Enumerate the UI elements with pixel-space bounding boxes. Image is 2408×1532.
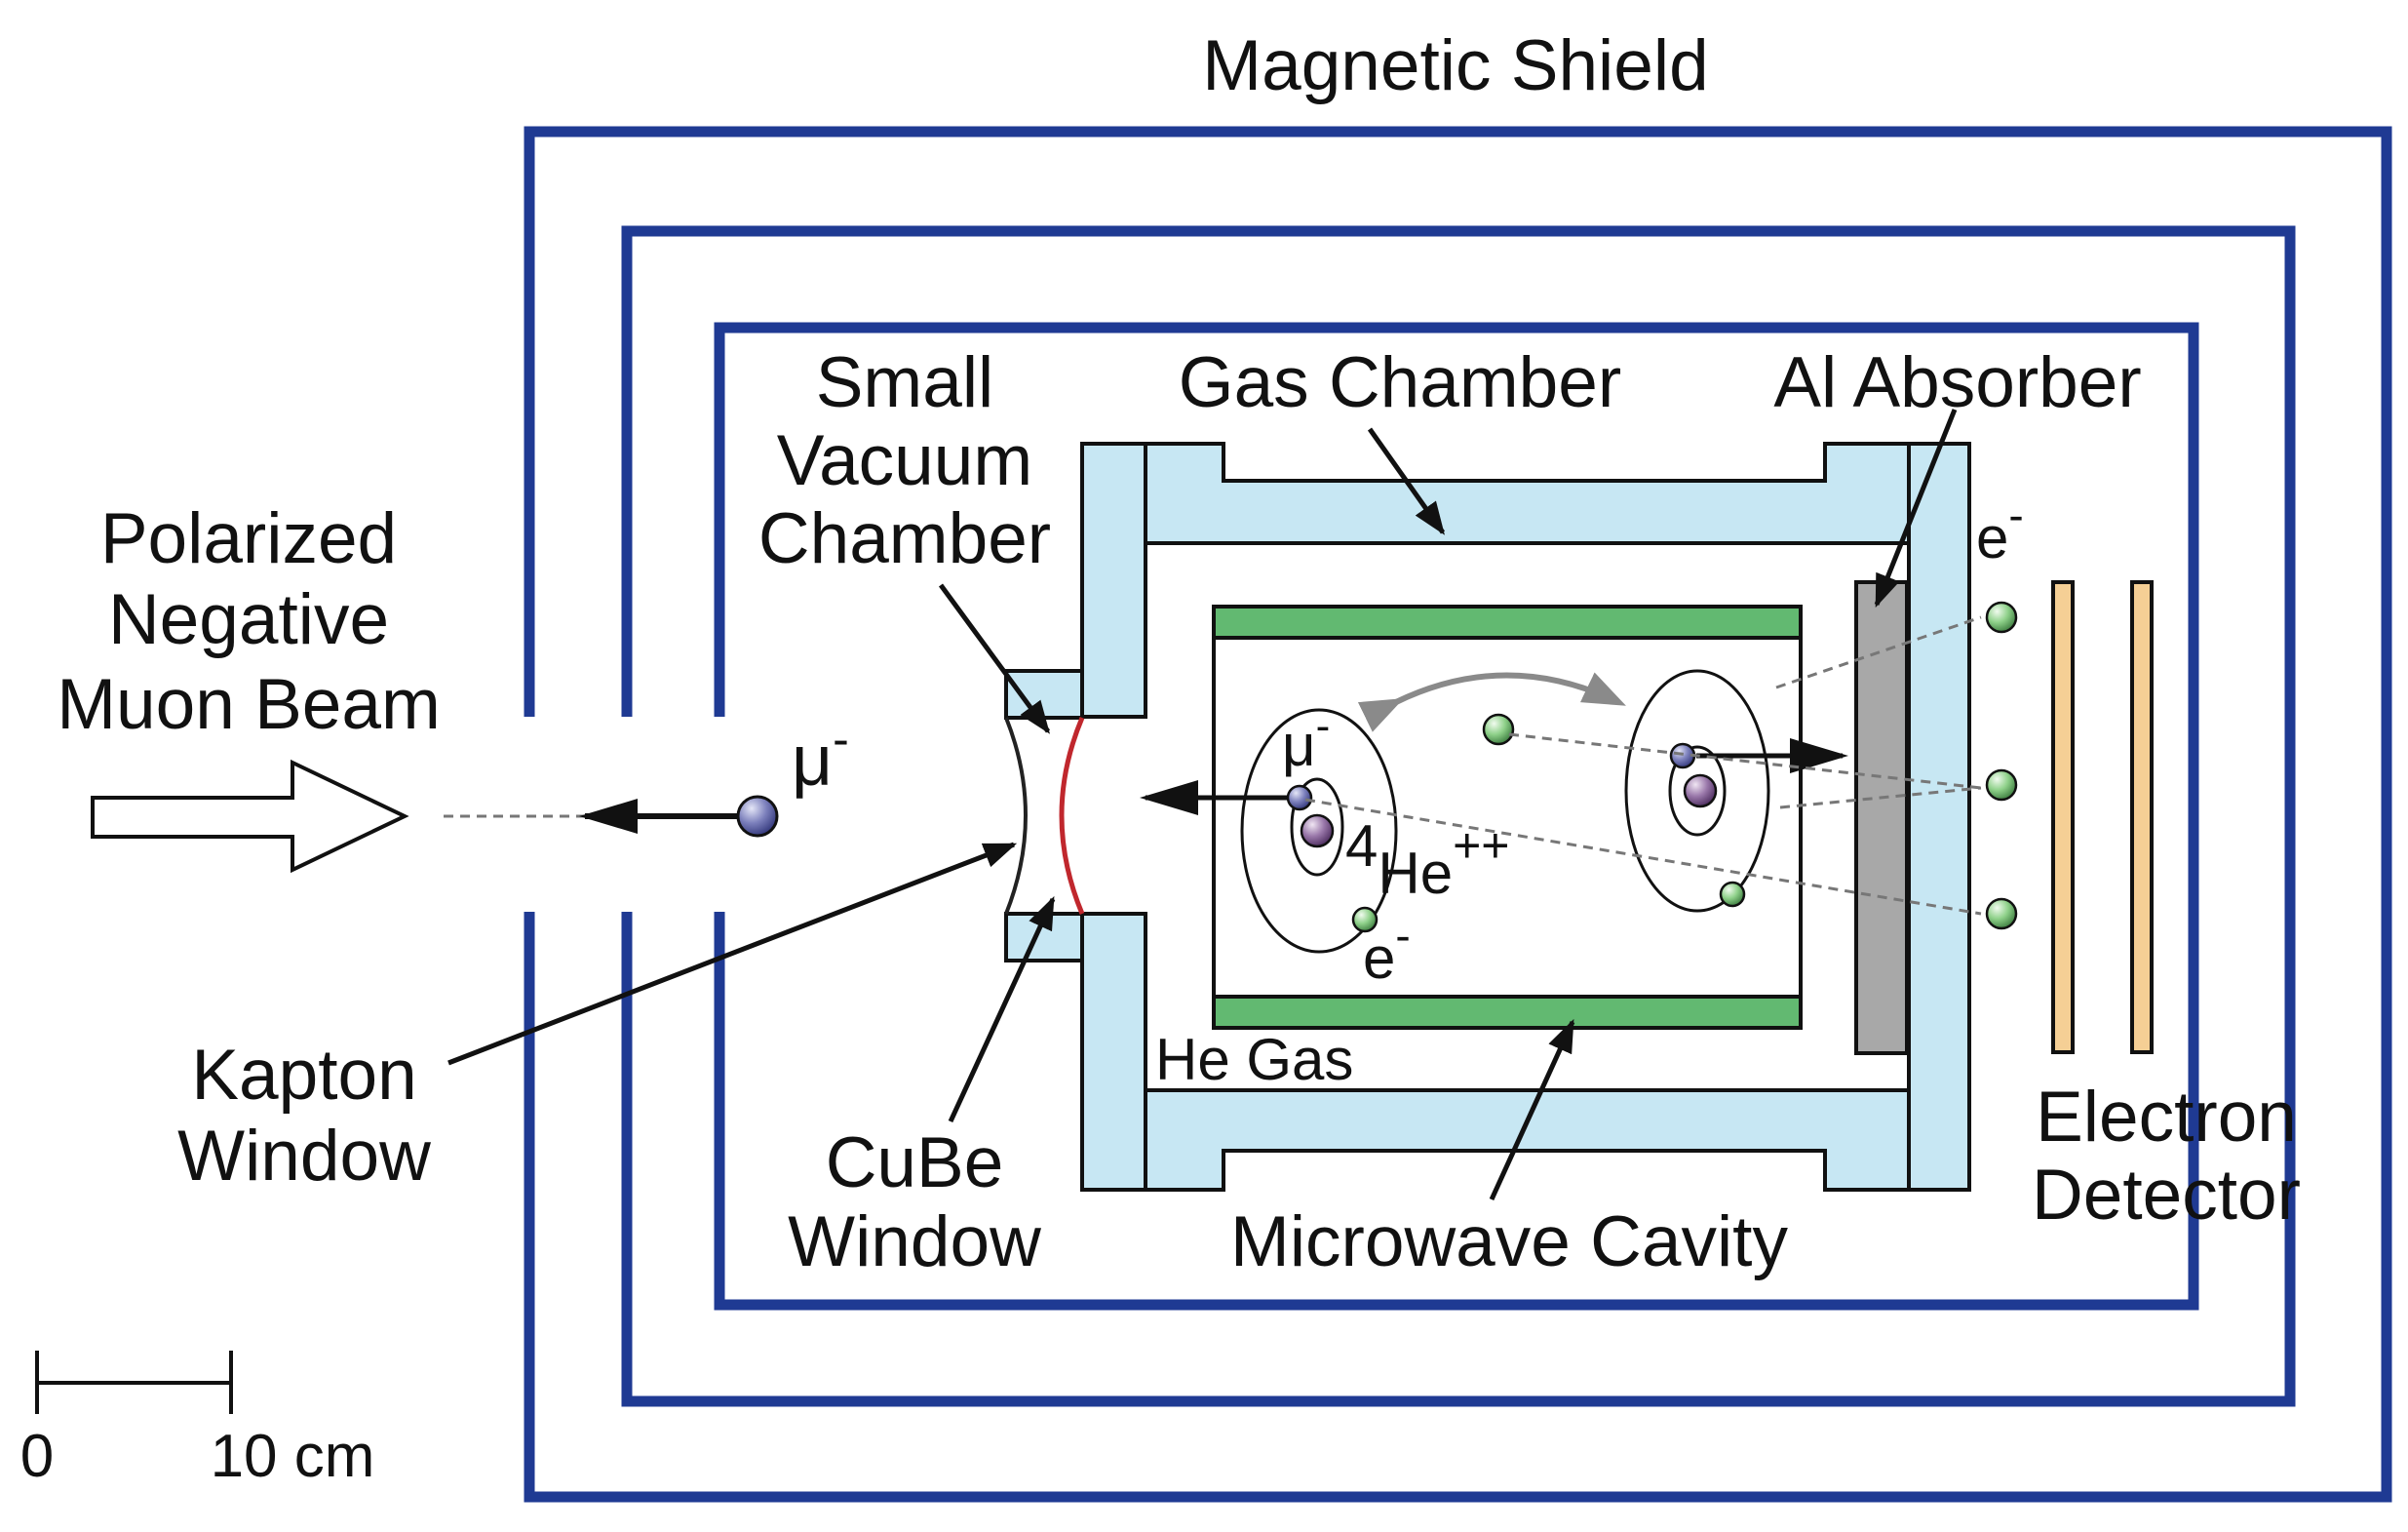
leader-vacuum-chamber xyxy=(938,583,1051,734)
helium-nucleus-right-icon xyxy=(1683,773,1718,808)
scale-zero-label: 0 xyxy=(20,1423,54,1490)
muon-bound-left-icon xyxy=(1286,784,1313,811)
leader-cube-window xyxy=(948,895,1056,1123)
electron-orbit-right xyxy=(1624,669,1770,913)
gas-chamber-right-wall xyxy=(1907,442,1971,1192)
kapton-window-label-line-2: Window xyxy=(177,1117,431,1196)
vacuum-chamber-label-line-1: Small xyxy=(816,343,994,422)
incoming-muon-icon xyxy=(736,795,779,838)
electron-detector xyxy=(2051,580,2154,1054)
microwave-cavity-label: Microwave Cavity xyxy=(1230,1202,1788,1281)
cavity-plate-top xyxy=(1212,605,1803,640)
detector-electron-symbol: e xyxy=(1976,505,2008,570)
muon-orbit-right xyxy=(1668,745,1727,837)
muonic-atom-left xyxy=(1240,708,1398,954)
kapton-window xyxy=(1004,717,1028,915)
helium-charge: ++ xyxy=(1453,818,1509,873)
leader-microwave-cavity xyxy=(1489,1018,1575,1201)
decay-path-3 xyxy=(1775,615,1982,689)
atom-electron-charge: - xyxy=(1395,910,1410,961)
emitted-electron-3-icon xyxy=(1985,897,2018,930)
shield-layer-outer xyxy=(524,126,2392,1503)
cube-window-label-line-1: CuBe xyxy=(826,1123,1004,1202)
leader-gas-chamber xyxy=(1367,427,1446,535)
electron-bound-right-icon xyxy=(1719,881,1746,908)
shield-layer-inner xyxy=(714,322,2199,1311)
cavity-plate-bottom xyxy=(1212,995,1803,1030)
he-gas-label: He Gas xyxy=(1155,1027,1353,1092)
gas-chamber-label: Gas Chamber xyxy=(1179,343,1621,422)
leader-lines xyxy=(447,409,1958,1201)
scale-ten-label: 10 cm xyxy=(211,1423,375,1490)
emitted-electron-2-icon xyxy=(1985,768,2018,802)
scale-bar xyxy=(35,1351,233,1414)
helium-nucleus-left-icon xyxy=(1300,813,1335,848)
atom-muon-charge: - xyxy=(1316,702,1331,750)
beam-muon-label: μ- xyxy=(792,712,849,801)
decay-electron-paths xyxy=(1304,615,1982,916)
leader-al-absorber xyxy=(1874,409,1958,609)
atom-muon-label: μ- xyxy=(1282,702,1330,778)
muonic-atom-right xyxy=(1624,669,1770,913)
electron-orbit-left xyxy=(1240,708,1398,954)
beam-muon-symbol: μ xyxy=(792,722,833,801)
beam-muon-charge: - xyxy=(833,712,849,766)
detector-plate-2 xyxy=(2130,580,2154,1054)
oscillation-arrow-icon xyxy=(1357,672,1626,732)
beam-label-line-2: Negative xyxy=(108,580,389,659)
microwave-cavity xyxy=(1212,605,1803,1030)
helium-symbol: He xyxy=(1378,841,1453,906)
atom-electron-symbol: e xyxy=(1363,925,1395,991)
al-absorber xyxy=(1854,580,1909,1055)
shield-layer-middle xyxy=(621,225,2296,1407)
magnetic-shield-label: Magnetic Shield xyxy=(1202,26,1708,105)
beam-arrow-icon xyxy=(91,759,409,874)
electron-bound-left-icon xyxy=(1351,906,1379,933)
cube-window-label-line-2: Window xyxy=(788,1202,1041,1281)
free-electron-icon xyxy=(1482,713,1515,746)
helium-mass-number: 4 xyxy=(1345,813,1378,879)
magnetic-shield xyxy=(524,126,2392,1503)
beam-label-line-1: Polarized xyxy=(100,499,397,578)
detector-electron-charge: - xyxy=(2008,490,2023,540)
vacuum-chamber-label-line-3: Chamber xyxy=(758,499,1051,578)
vacuum-chamber-label-line-2: Vacuum xyxy=(777,421,1032,500)
cube-window xyxy=(1059,717,1085,915)
detector-plate-1 xyxy=(2051,580,2075,1054)
decay-path-4 xyxy=(1779,786,1982,809)
atom-electron-label: e- xyxy=(1363,910,1411,991)
helium-label: 4He++ xyxy=(1345,813,1509,906)
atom-muon-symbol: μ xyxy=(1282,713,1316,778)
beam-label-line-3: Muon Beam xyxy=(57,665,441,744)
emitted-electron-1-icon xyxy=(1985,601,2018,634)
kapton-window-label-line-1: Kapton xyxy=(191,1036,416,1115)
detector-electron-label: e- xyxy=(1976,490,2024,570)
al-absorber-label: Al Absorber xyxy=(1773,343,2141,422)
muon-orbit-left xyxy=(1290,777,1344,877)
leader-kapton-window xyxy=(447,842,1018,1066)
decay-path-1 xyxy=(1508,732,1982,790)
electron-detector-label-line-2: Detector xyxy=(2032,1156,2301,1235)
electron-detector-label-line-1: Electron xyxy=(2036,1078,2297,1157)
decay-path-2 xyxy=(1304,798,1982,916)
vacuum-chamber-flange-top xyxy=(1004,669,1084,720)
